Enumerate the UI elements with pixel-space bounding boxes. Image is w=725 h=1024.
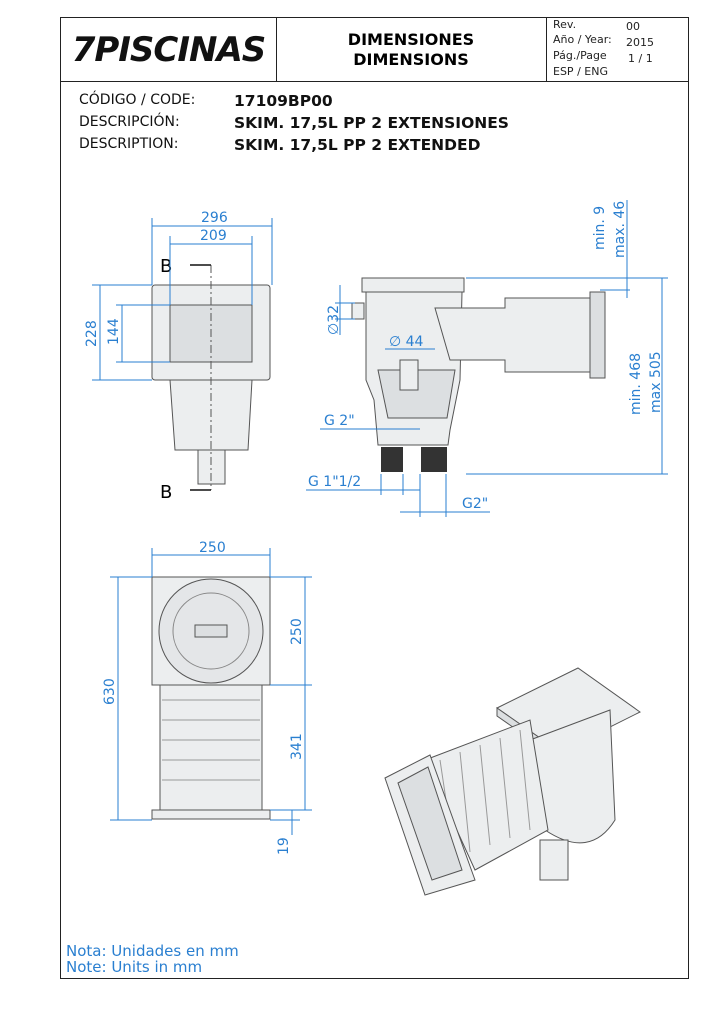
page-label: Pág./Page <box>553 49 607 62</box>
dim-19: 19 <box>276 837 292 855</box>
dim-296: 296 <box>201 210 228 226</box>
dim-250-body: 250 <box>289 618 305 645</box>
dim-g2-bottom: G2" <box>462 496 488 512</box>
title-block: 7PISCINAS DIMENSIONES DIMENSIONS Rev. 00… <box>61 18 688 82</box>
rev-label: Rev. <box>553 18 577 31</box>
top-view: 250 630 250 341 19 <box>102 540 312 855</box>
isometric-view <box>384 667 641 896</box>
logo-text: 7PISCINAS <box>71 29 267 70</box>
note-en: Note: Units in mm <box>66 958 203 976</box>
dim-min-468: min. 468 <box>628 353 644 415</box>
units-note: Nota: Unidades en mm Note: Units in mm <box>66 943 239 975</box>
title-en: DIMENSIONS <box>353 49 469 69</box>
dim-630: 630 <box>102 678 118 705</box>
desc-en-value: SKIM. 17,5L PP 2 EXTENDED <box>234 136 481 154</box>
dim-max-46: max. 46 <box>612 201 628 258</box>
revision-info: Rev. 00 Año / Year: 2015 Pág./Page 1 / 1… <box>548 18 688 81</box>
sheet-title: DIMENSIONES DIMENSIONS <box>276 18 547 81</box>
desc-es-value: SKIM. 17,5L PP 2 EXTENSIONES <box>234 114 509 132</box>
title-es: DIMENSIONES <box>347 29 475 49</box>
dim-max-505: max 505 <box>648 351 664 413</box>
dim-341: 341 <box>289 733 305 760</box>
section-mark-bottom: B <box>160 482 172 503</box>
product-info: CÓDIGO / CODE: 17109BP00 DESCRIPCIÓN: SKIM… <box>79 92 509 158</box>
rev-value: 00 <box>626 20 640 33</box>
dim-144: 144 <box>106 318 122 345</box>
section-mark-top: B <box>160 256 172 277</box>
section-view: min. 9 max. 46 min. 468 max 505 ∅32 ∅ 44… <box>306 200 668 517</box>
note-es: Nota: Unidades en mm <box>66 942 239 960</box>
brand-logo: 7PISCINAS <box>61 18 277 81</box>
dim-diam-44: ∅ 44 <box>389 334 424 350</box>
page-value: 1 / 1 <box>628 52 653 65</box>
dim-diam-32: ∅32 <box>326 305 342 335</box>
year-value: 2015 <box>626 36 654 49</box>
drawing-frame: 7PISCINAS DIMENSIONES DIMENSIONS Rev. 00… <box>60 17 689 979</box>
dim-g1-1-2: G 1"1/2 <box>308 474 361 490</box>
dim-209: 209 <box>200 228 227 244</box>
dim-g2: G 2" <box>324 413 355 429</box>
dim-250-width: 250 <box>199 540 226 556</box>
code-label: CÓDIGO / CODE: <box>79 92 196 108</box>
dim-min-9: min. 9 <box>592 206 608 250</box>
language-label: ESP / ENG <box>553 65 608 78</box>
desc-es-label: DESCRIPCIÓN: <box>79 114 180 130</box>
front-view: B B 296 209 228 144 <box>84 210 273 503</box>
year-label: Año / Year: <box>553 33 612 46</box>
desc-en-label: DESCRIPTION: <box>79 136 179 152</box>
code-value: 17109BP00 <box>234 92 333 110</box>
dim-228: 228 <box>84 320 100 347</box>
